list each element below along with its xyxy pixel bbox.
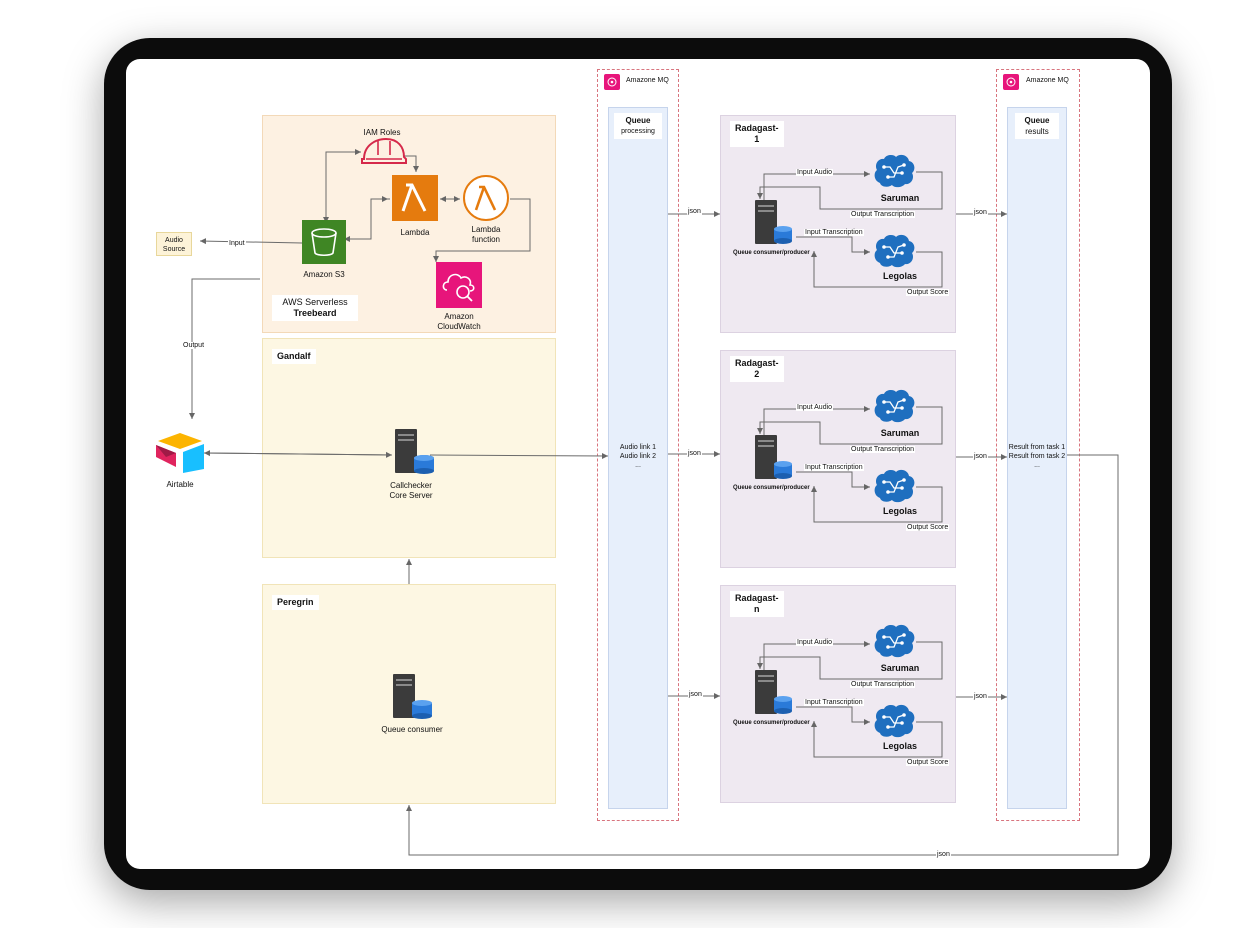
legolas-label: Legolas (882, 741, 917, 751)
list-item: ... (635, 462, 641, 469)
mq-icon (604, 74, 620, 90)
radagast-worker: Radagast-2 Queue consumer/producer Input… (720, 350, 956, 568)
gandalf-title: Gandalf (272, 349, 316, 364)
radagast-worker: Radagast-n Queue consumer/producer Input… (720, 585, 956, 803)
output-score-label: Output Score (906, 524, 950, 531)
s3-label: Amazon S3 (303, 270, 345, 279)
list-item: Audio link 2 (619, 453, 657, 460)
edges-layer (189, 149, 1119, 856)
iam-label: IAM Roles (363, 128, 401, 137)
radagast-title: Radagast-n (730, 591, 784, 617)
radagast-1-group (720, 115, 956, 333)
edge-json-label: json (973, 209, 988, 216)
input-transcription-label: Input Transcription (804, 699, 864, 706)
saruman-label: Saruman (880, 663, 920, 673)
s3-bucket-icon (302, 220, 346, 264)
edge-json-label: json (687, 450, 702, 457)
core-server-label: Callchecker Core Server (389, 481, 433, 500)
cloudwatch-icon (436, 262, 482, 308)
iam-helmet-icon (360, 137, 408, 170)
output-transcription-label: Output Transcription (850, 211, 916, 218)
legolas-label: Legolas (882, 271, 917, 281)
edge-output-label: Output (182, 342, 206, 349)
list-item: Result from task 2 (1008, 453, 1066, 460)
mq-right-title: Amazone MQ (1026, 77, 1069, 84)
saruman-label: Saruman (880, 193, 920, 203)
edge-s3-iam (325, 149, 361, 223)
queue-results-title: Queue results (1015, 113, 1059, 139)
brain-icon (872, 233, 916, 274)
queue-processing (608, 107, 668, 809)
mq-icon (1003, 74, 1019, 90)
queue-results (1007, 107, 1067, 809)
consumer-producer-label: Queue consumer/producer (733, 485, 810, 491)
lambda-label: Lambda (400, 228, 430, 237)
lambda-function-label: Lambda function (471, 225, 501, 244)
server-database-icon (392, 673, 434, 726)
airtable-icon (154, 431, 206, 478)
edge-json-label: json (687, 208, 702, 215)
lambda-function-icon (462, 174, 510, 227)
consumer-producer-label: Queue consumer/producer (733, 720, 810, 726)
server-database-icon (754, 199, 794, 252)
airtable-label: Airtable (166, 480, 194, 489)
edge-core-queue (429, 452, 609, 459)
output-score-label: Output Score (906, 759, 950, 766)
output-score-label: Output Score (906, 289, 950, 296)
edge-lambda-s3 (344, 198, 390, 242)
lambda-icon (392, 175, 438, 221)
brain-icon (872, 623, 916, 664)
input-audio-label: Input Audio (796, 404, 834, 411)
server-database-icon (394, 428, 436, 481)
treebeard-title: AWS Serverless Treebeard (272, 295, 358, 321)
edge-json-label: json (973, 693, 988, 700)
diagram-canvas: Input Output json json json json json js… (126, 59, 1150, 869)
edge-input (199, 238, 303, 245)
radagast-title: Radagast-1 (730, 121, 784, 147)
queue-consumer-label: Queue consumer (381, 725, 443, 734)
input-transcription-label: Input Transcription (804, 464, 864, 471)
edge-json-loop (406, 454, 1119, 856)
audio-source-node: Audio Source (156, 232, 192, 256)
radagast-worker: Radagast-1 Queue consumer/producer Input… (720, 115, 956, 333)
server-database-icon (754, 669, 794, 722)
brain-icon (872, 703, 916, 744)
saruman-label: Saruman (880, 428, 920, 438)
queue-processing-title: Queue processing (614, 113, 662, 139)
edge-json-label: json (936, 851, 951, 858)
output-transcription-label: Output Transcription (850, 681, 916, 688)
radagast-title: Radagast-2 (730, 356, 784, 382)
input-audio-label: Input Audio (796, 169, 834, 176)
legolas-label: Legolas (882, 506, 917, 516)
edge-fn-cloudwatch (433, 198, 531, 262)
input-transcription-label: Input Transcription (804, 229, 864, 236)
list-item: ... (1034, 462, 1040, 469)
queue-processing-items: Audio link 1 Audio link 2 ... (610, 443, 666, 470)
server-database-icon (754, 434, 794, 487)
edge-input-label: Input (228, 240, 246, 247)
brain-icon (872, 388, 916, 429)
edge-output (189, 278, 260, 419)
consumer-producer-label: Queue consumer/producer (733, 250, 810, 256)
brain-icon (872, 468, 916, 509)
mq-left-group (597, 69, 679, 821)
edge-s3-lambda (370, 196, 388, 219)
brain-icon (872, 153, 916, 194)
edge-iam-lambda (404, 155, 419, 172)
mq-left-title: Amazone MQ (626, 77, 669, 84)
peregrin-title: Peregrin (272, 595, 319, 610)
cloudwatch-label: Amazon CloudWatch (437, 312, 481, 331)
edge-json-label: json (973, 453, 988, 460)
queue-results-items: Result from task 1 Result from task 2 ..… (1001, 443, 1073, 470)
list-item: Audio link 1 (619, 444, 657, 451)
input-audio-label: Input Audio (796, 639, 834, 646)
mq-right-group (996, 69, 1080, 821)
output-transcription-label: Output Transcription (850, 446, 916, 453)
edge-json-label: json (688, 691, 703, 698)
list-item: Result from task 1 (1008, 444, 1066, 451)
